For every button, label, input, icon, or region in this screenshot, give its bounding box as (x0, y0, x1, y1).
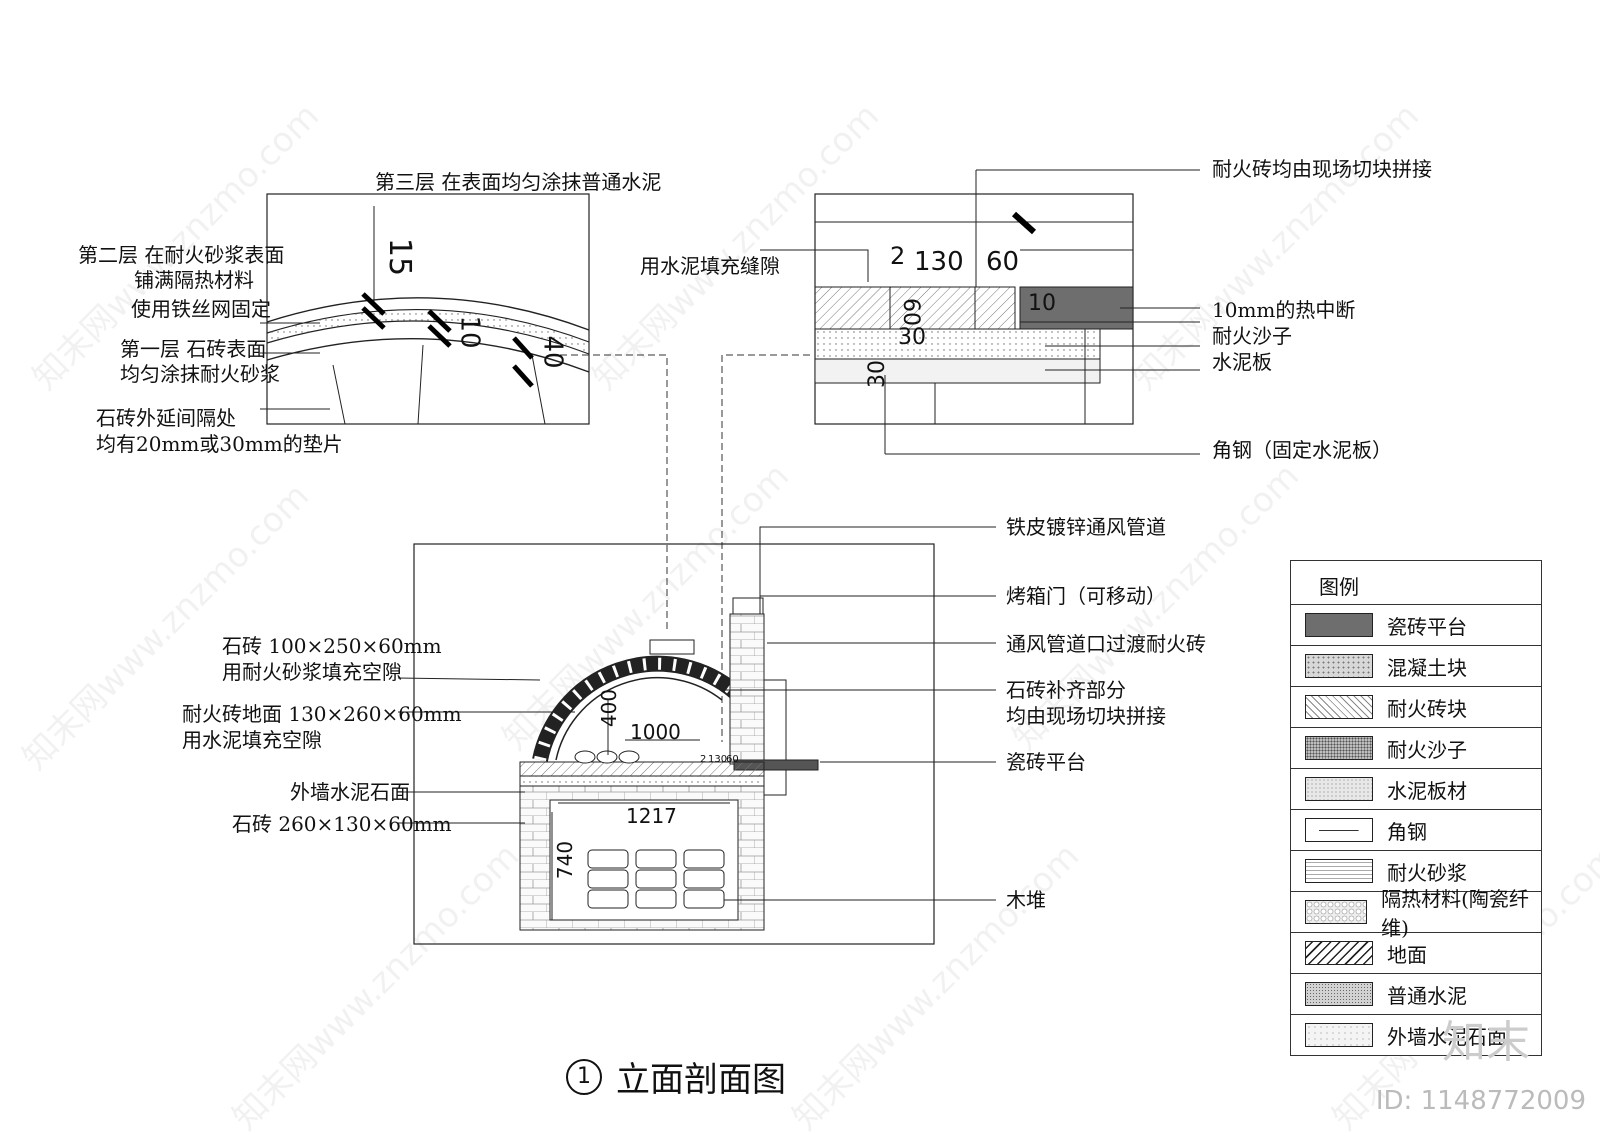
legend-row: 角钢 (1291, 810, 1541, 851)
right-fill-note: 用水泥填充缝隙 (640, 254, 780, 278)
legend-swatch (1305, 982, 1373, 1006)
legend-title: 图例 (1291, 561, 1541, 605)
right-thermal-break: 10mm的热中断 (1212, 298, 1356, 322)
main-left-label-1b: 用耐火砂浆填充空隙 (222, 660, 402, 684)
legend-row: 外墙水泥石面 (1291, 1015, 1541, 1055)
legend-swatch (1305, 941, 1373, 965)
legend-swatch (1305, 736, 1373, 760)
left-detail (260, 193, 590, 425)
legend-swatch (1305, 818, 1373, 842)
legend-row: 耐火砖块 (1291, 687, 1541, 728)
left-dim-10: 10 (454, 315, 485, 349)
right-dim-60-side: 60 (898, 298, 923, 326)
main-left-label-3: 外墙水泥石面 (290, 780, 410, 804)
left-layer1-line1: 第一层 石砖表面 (120, 337, 267, 361)
legend-swatch (1305, 695, 1373, 719)
main-dim-2: 2 (700, 754, 707, 765)
legend-label: 耐火沙子 (1387, 737, 1467, 762)
legend-label: 角钢 (1387, 819, 1427, 844)
left-layer2-line1: 第二层 在耐火砂浆表面 (78, 243, 285, 267)
legend-row: 水泥板材 (1291, 769, 1541, 810)
left-dim-40: 40 (537, 335, 568, 369)
legend-label: 水泥板材 (1387, 778, 1467, 803)
left-layer2-line3: 使用铁丝网固定 (131, 297, 271, 321)
legend-swatch (1305, 613, 1373, 637)
right-cement-board: 水泥板 (1212, 350, 1272, 374)
legend-label: 隔热材料(陶瓷纤维) (1381, 887, 1529, 940)
right-fire-sand: 耐火沙子 (1212, 324, 1292, 348)
right-dim-2: 2 (890, 242, 906, 270)
main-right-label-4b: 均由现场切块拼接 (1006, 704, 1166, 728)
main-section (413, 543, 935, 945)
right-dim-60-top: 60 (986, 247, 1020, 277)
left-spacer-line2: 均有20mm或30mm的垫片 (96, 432, 343, 456)
legend-swatch (1305, 859, 1373, 883)
legend-label: 混凝土块 (1387, 655, 1467, 680)
drawing-title: 1 立面剖面图 (566, 1052, 786, 1101)
legend-row: 混凝土块 (1291, 646, 1541, 687)
legend-row: 地面 (1291, 933, 1541, 974)
main-right-label-6: 木堆 (1006, 888, 1046, 912)
main-dim-130: 130 (708, 754, 728, 765)
main-right-label-4a: 石砖补齐部分 (1006, 678, 1126, 702)
main-dim-400: 400 (597, 688, 622, 728)
main-left-label-2a: 耐火砖地面 130×260×60mm (182, 702, 462, 726)
main-dim-60: 60 (726, 754, 739, 765)
left-layer2-line2: 铺满隔热材料 (134, 268, 254, 292)
legend-label: 地面 (1387, 942, 1427, 967)
legend-swatch (1305, 777, 1373, 801)
legend-label: 瓷砖平台 (1387, 614, 1467, 639)
right-dim-130: 130 (914, 247, 964, 277)
main-right-label-5: 瓷砖平台 (1006, 750, 1086, 774)
main-right-label-2: 烤箱门（可移动） (1006, 584, 1166, 608)
right-detail (760, 169, 1200, 455)
brand-logo: 知末 (1442, 1017, 1530, 1068)
left-dim-15: 15 (382, 237, 418, 277)
main-left-label-4: 石砖 260×130×60mm (232, 812, 452, 836)
left-layer1-line2: 均匀涂抹耐火砂浆 (120, 362, 280, 386)
legend-table: 图例 瓷砖平台 混凝土块 耐火砖块 耐火沙子 水泥板材 角钢 耐火砂浆 隔热材料… (1290, 560, 1542, 1056)
title-text: 立面剖面图 (616, 1060, 786, 1100)
legend-swatch (1305, 1023, 1373, 1047)
main-left-label-1a: 石砖 100×250×60mm (222, 634, 442, 658)
legend-row: 普通水泥 (1291, 974, 1541, 1015)
image-id: ID: 1148772009 (1375, 1086, 1586, 1116)
left-spacer-line1: 石砖外延间隔处 (96, 406, 236, 430)
legend-label: 耐火砂浆 (1387, 860, 1467, 885)
legend-label: 普通水泥 (1387, 983, 1467, 1008)
legend-swatch (1305, 900, 1368, 924)
left-top-note: 第三层 在表面均匀涂抹普通水泥 (375, 170, 662, 194)
main-right-label-3: 通风管道口过渡耐火砖 (1006, 632, 1206, 656)
main-leaders (397, 526, 996, 901)
main-dim-1000: 1000 (630, 720, 681, 744)
title-number: 1 (566, 1058, 602, 1095)
legend-row: 瓷砖平台 (1291, 605, 1541, 646)
main-left-label-2b: 用水泥填充空隙 (182, 728, 322, 752)
right-angle-steel: 角钢（固定水泥板） (1212, 438, 1392, 462)
legend-row: 耐火沙子 (1291, 728, 1541, 769)
right-dim-30-a: 30 (898, 325, 926, 350)
legend-swatch (1305, 654, 1373, 678)
right-dim-10: 10 (1028, 291, 1056, 316)
legend-row: 隔热材料(陶瓷纤维) (1291, 887, 1541, 940)
legend-label: 外墙水泥石面 (1387, 1024, 1507, 1049)
legend-row: 耐火砂浆 (1291, 851, 1541, 892)
main-right-label-1: 铁皮镀锌通风管道 (1006, 515, 1166, 539)
legend-label: 耐火砖块 (1387, 696, 1467, 721)
right-dim-30-b: 30 (865, 360, 890, 388)
right-top-note: 耐火砖均由现场切块拼接 (1212, 157, 1432, 181)
main-dim-740: 740 (553, 840, 578, 880)
main-dim-1217: 1217 (626, 804, 677, 828)
